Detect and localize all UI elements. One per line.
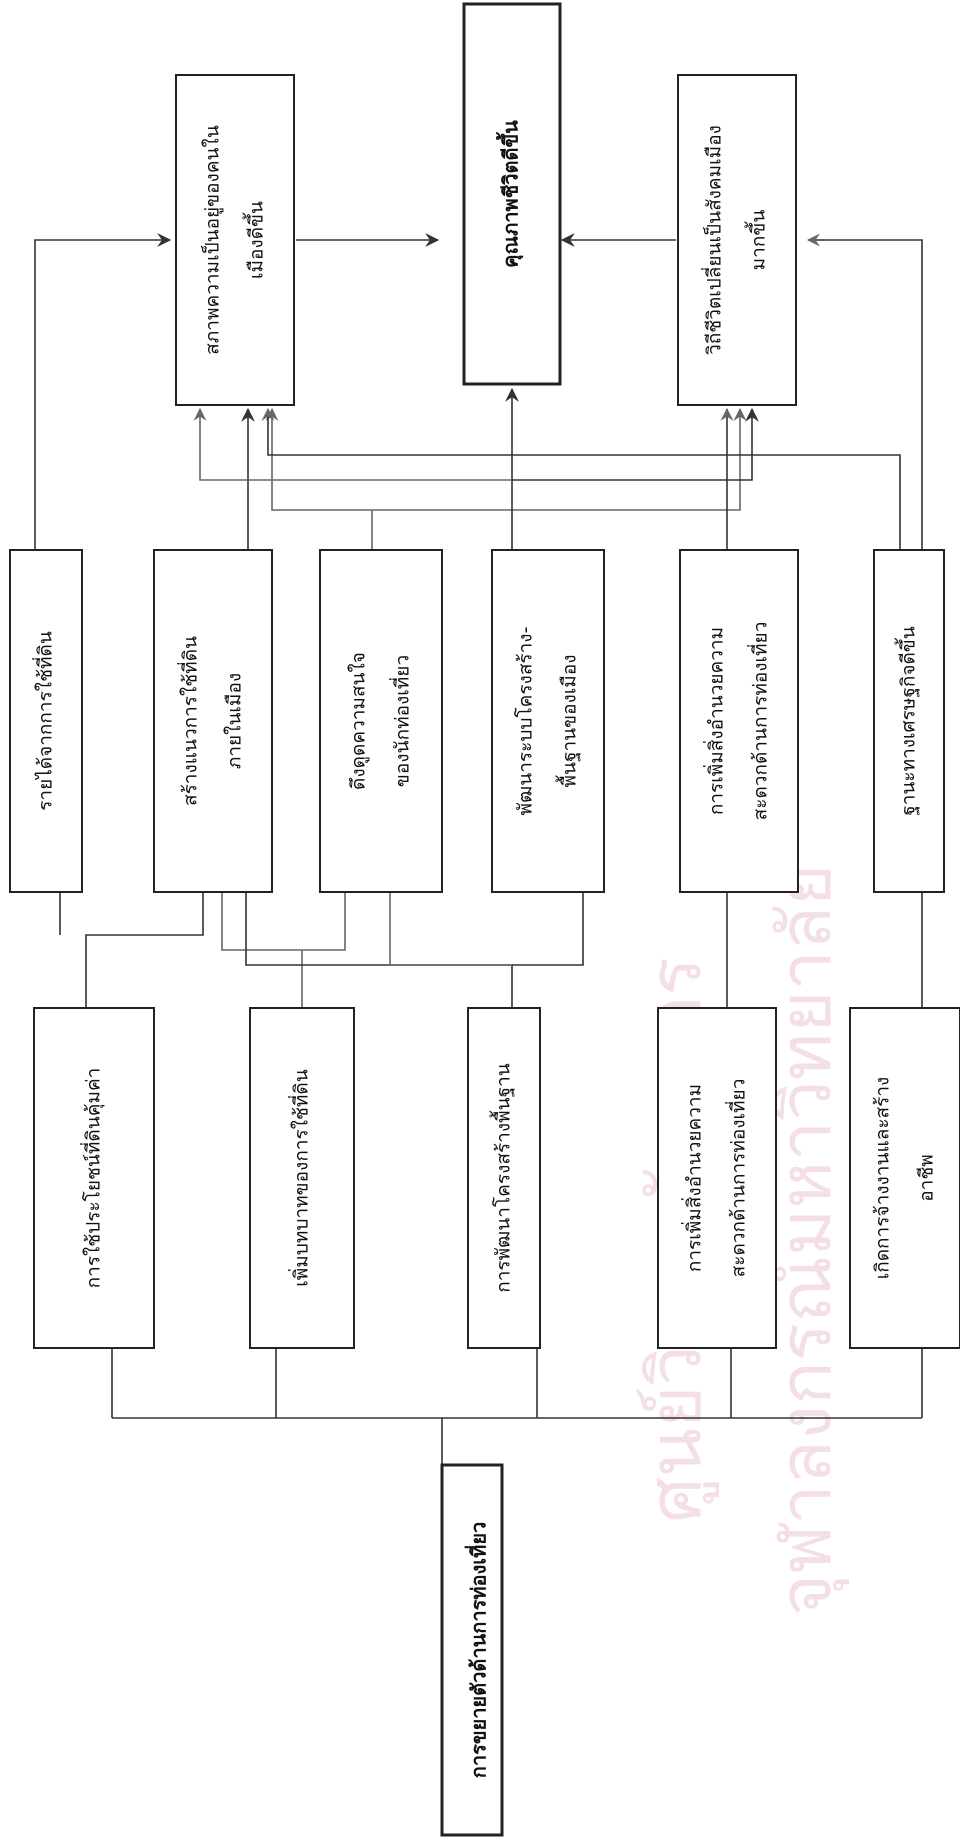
level2-node-label: ภายในเมือง [224, 673, 246, 769]
level2-node-2: สร้างแนวการใช้ที่ดิน ภายในเมือง [153, 549, 273, 893]
level2-node-box [679, 549, 799, 893]
level1-node-label: เกิดการจ้างงานและสร้าง [872, 1077, 894, 1280]
level1-node-1: การใช้ประโยชน์ที่ดินคุ้มค่า [33, 1007, 155, 1349]
level2-node-label: พื้นฐานของเมือง [556, 654, 581, 787]
level3-node-3: วิถีชีวิตเปลี่ยนเป็นสังคมเมือง มากขึ้น [677, 74, 797, 406]
level1-node-3: การพัฒนาโครงสร้างพื้นฐาน [467, 1007, 541, 1349]
level1-node-label: การใช้ประโยชน์ที่ดินคุ้มค่า [80, 1068, 106, 1289]
level1-node-4: การเพิ่มสิ่งอำนวยความ สะดวกด้านการท่องเที… [657, 1007, 777, 1349]
level2-node-label: สะดวกด้านการท่องเที่ยว [747, 622, 772, 821]
level2-node-label: การเพิ่มสิ่งอำนวยความ [703, 627, 728, 815]
level3-node-label: มากขึ้น [745, 210, 770, 271]
connectors-level2-level3 [34, 233, 923, 551]
level2-nodes: รายได้จากการใช้ที่ดิน สร้างแนวการใช้ที่ดิ… [9, 549, 945, 893]
level1-node-5: เกิดการจ้างงานและสร้าง อาชีพ [849, 1007, 960, 1349]
level1-node-label: การเพิ่มสิ่งอำนวยความ [681, 1084, 706, 1272]
root-node-label: การขยายตัวด้านการท่องเที่ยว [464, 1522, 491, 1779]
level3-node-box [175, 74, 295, 406]
level2-node-label: ของนักท่องเที่ยว [389, 655, 414, 787]
level1-node-box [657, 1007, 777, 1349]
level1-node-label: การพัฒนาโครงสร้างพื้นฐาน [490, 1063, 515, 1293]
level2-node-box [153, 549, 273, 893]
level3-nodes: สภาพความเป็นอยู่ของคนใน เมืองดีขึ้น คุณภาพ… [175, 2, 797, 406]
level3-node-1: สภาพความเป็นอยู่ของคนใน เมืองดีขึ้น [175, 74, 295, 406]
level2-node-box [491, 549, 605, 893]
level1-node-box [849, 1007, 960, 1349]
level1-nodes: การใช้ประโยชน์ที่ดินคุ้มค่า เพิ่มบทบาทของ… [33, 1007, 960, 1349]
level1-node-box [467, 1007, 541, 1349]
level2-node-4: พัฒนาระบบโครงสร้าง- พื้นฐานของเมือง [491, 549, 605, 893]
level3-node-label: เมืองดีขึ้น [243, 201, 268, 279]
level2-node-1: รายได้จากการใช้ที่ดิน [9, 549, 83, 893]
level2-node-label: ฐานะทางเศรษฐกิจดีขึ้น [895, 626, 920, 816]
level2-node-box [873, 549, 945, 893]
level3-node-label: สภาพความเป็นอยู่ของคนใน [200, 125, 224, 355]
level1-node-label: อาชีพ [916, 1154, 938, 1202]
level3-node-2: คุณภาพชีวิตดีขึ้น [462, 2, 562, 386]
level3-node-box [677, 74, 797, 406]
level2-node-box [319, 549, 443, 893]
root-node: การขยายตัวด้านการท่องเที่ยว [440, 1463, 504, 1837]
level1-node-label: สะดวกด้านการท่องเที่ยว [725, 1079, 750, 1278]
level2-node-3: ดึงดูดความสนใจ ของนักท่องเที่ยว [319, 549, 443, 893]
level1-node-box [33, 1007, 155, 1349]
level2-node-label: สร้างแนวการใช้ที่ดิน [177, 636, 202, 806]
connectors-root-level1 [111, 1348, 923, 1465]
level2-node-6: ฐานะทางเศรษฐกิจดีขึ้น [873, 549, 945, 893]
level3-node-box [462, 2, 562, 386]
level2-node-5: การเพิ่มสิ่งอำนวยความ สะดวกด้านการท่องเที… [679, 549, 799, 893]
level2-node-label: ดึงดูดความสนใจ [348, 652, 370, 790]
level1-node-box [249, 1007, 355, 1349]
level2-node-label: รายได้จากการใช้ที่ดิน [32, 631, 57, 811]
level1-node-2: เพิ่มบทบาทของการใช้ที่ดิน [249, 1007, 355, 1349]
level3-node-label: วิถีชีวิตเปลี่ยนเป็นสังคมเมือง [701, 125, 726, 355]
level2-node-box [9, 549, 83, 893]
level1-node-label: เพิ่มบทบาทของการใช้ที่ดิน [288, 1069, 313, 1286]
level3-node-label: คุณภาพชีวิตดีขึ้น [496, 120, 524, 268]
level2-node-label: พัฒนาระบบโครงสร้าง- [514, 627, 537, 816]
connectors-level1-level2 [59, 892, 923, 1008]
